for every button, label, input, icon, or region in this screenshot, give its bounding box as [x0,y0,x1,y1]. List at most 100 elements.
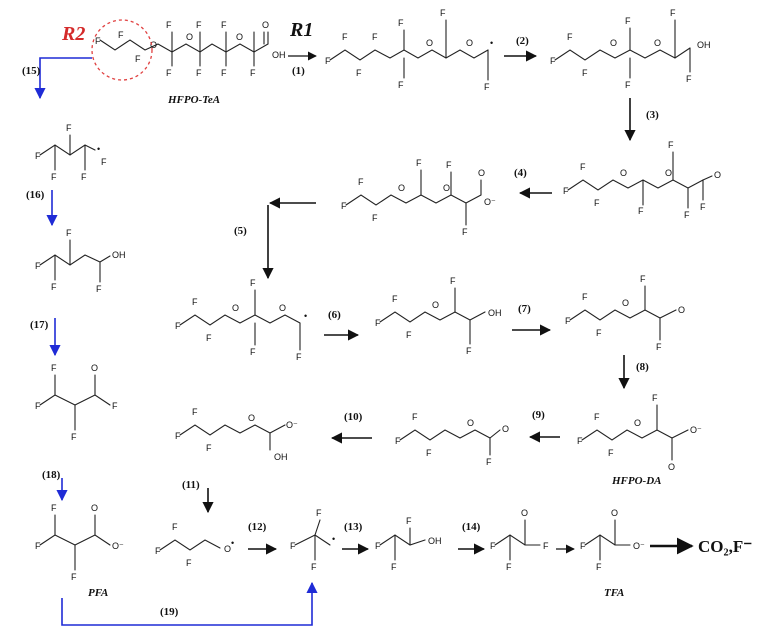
atom-label: F [580,162,586,172]
atom-label: • [304,311,307,321]
atom-label: F [196,68,202,78]
atom-label: F [608,448,614,458]
atom-label: F [166,68,172,78]
atom-label: F [638,206,644,216]
step-label: (6) [328,309,341,321]
atom-label: F [135,54,141,64]
atom-label: F [155,546,161,556]
atom-label: O [467,418,474,428]
atom-label: F [221,68,227,78]
atom-label: F [391,562,397,572]
atom-label: O [466,38,473,48]
atom-label: F [625,80,631,90]
atom-label: F [358,177,364,187]
molecule-c2f5cof: F F O F F [35,363,118,442]
molecule-alkoxy-radical: F F F O • [155,522,234,568]
atom-label: F [563,186,569,196]
step-label: (14) [462,521,481,533]
step-label: (11) [182,479,200,491]
atom-label: F [196,20,202,30]
atom-label: F [656,342,662,352]
atom-label: F [412,412,418,422]
step-label: (18) [42,469,61,481]
final-products: CO₂,F⁻ [698,537,752,556]
molecule-alcohol-mid: F F F O F F OH [375,276,502,356]
atom-label: O [610,38,617,48]
atom-label: O [665,168,672,178]
atom-label: O [678,305,685,315]
atom-label: F [311,562,317,572]
atom-label: F [175,321,181,331]
molecule-acyl-fluoride-long: F F F O F O F F O F [563,140,721,220]
atom-label: O [502,424,509,434]
compound-name-hfpo-tea: HFPO-TeA [167,94,220,106]
atom-label: F [577,436,583,446]
atom-label: F [250,278,256,288]
atom-label: O [150,40,157,50]
atom-label: F [342,32,348,42]
step-label: (15) [22,65,41,77]
atom-label: F [684,210,690,220]
molecule-c3f7oh: F F F F OH [35,228,126,294]
atom-label: F [35,261,41,271]
atom-label: O⁻ [286,420,298,430]
atom-label: O [620,168,627,178]
atom-label: F [316,508,322,518]
atom-label: F [640,274,646,284]
molecule-c3f7-radical: F F F F • F [35,123,107,182]
atom-label: F [206,333,212,343]
molecule-cf3-radical: F F F • [290,508,335,572]
molecule-hfpo-tea: F F F O F F O F F F F O F O OH [91,19,286,81]
atom-label: O [186,32,193,42]
compound-name-hfpo-da: HFPO-DA [611,475,662,487]
step-label: (5) [234,225,247,237]
step-label: (4) [514,167,527,179]
step-labels: (1) (2) (3) (4) (5) (6) (7) (8) (9) (10)… [22,35,659,618]
atom-label: F [506,562,512,572]
molecule-pfa: F F O F O⁻ [35,503,124,582]
atom-label: F [426,448,432,458]
step-label: (10) [344,411,363,423]
molecule-cf3oh: F F F OH [375,516,442,572]
atom-label: F [172,522,178,532]
step-label: (13) [344,521,363,533]
atom-label: F [35,151,41,161]
branch-label-r1: R1 [289,19,313,41]
atom-label: F [192,297,198,307]
molecule-hfpo-da: F F F O F O⁻ O [577,393,702,472]
atom-label: F [51,172,57,182]
molecule-acyl-fluoride-mid: F F F O F O F [565,274,685,352]
atom-label: O [654,38,661,48]
atom-label: O⁻ [112,541,124,551]
atom-label: O [262,20,269,30]
atom-label: F [372,32,378,42]
step-label: (17) [30,319,49,331]
atom-label: F [250,347,256,357]
atom-label: F [375,318,381,328]
atom-label: F [96,284,102,294]
atom-label: F [375,541,381,551]
atom-label: F [594,198,600,208]
atom-label: O [232,303,239,313]
atom-label: F [567,32,573,42]
step-label: (7) [518,303,531,315]
atom-label: F [594,412,600,422]
atom-label: F [550,56,556,66]
atom-label: F [192,407,198,417]
atom-label: F [250,68,256,78]
molecule-radical-mid: F F F O F F O • F [175,278,307,362]
atom-label: O [521,508,528,518]
atom-label: O [443,183,450,193]
atom-label: F [71,432,77,442]
atom-label: F [166,20,172,30]
molecule-tfa: F F O O⁻ [580,508,645,572]
atom-label: F [341,201,347,211]
step-label: (9) [532,409,545,421]
step-label: (2) [516,35,529,47]
atom-label: O⁻ [633,541,645,551]
atom-label: F [446,160,452,170]
atom-label: O⁻ [484,197,496,207]
molecule-r1-radical: F F F F F F O F O F • [325,8,493,92]
atom-label: O [236,32,243,42]
